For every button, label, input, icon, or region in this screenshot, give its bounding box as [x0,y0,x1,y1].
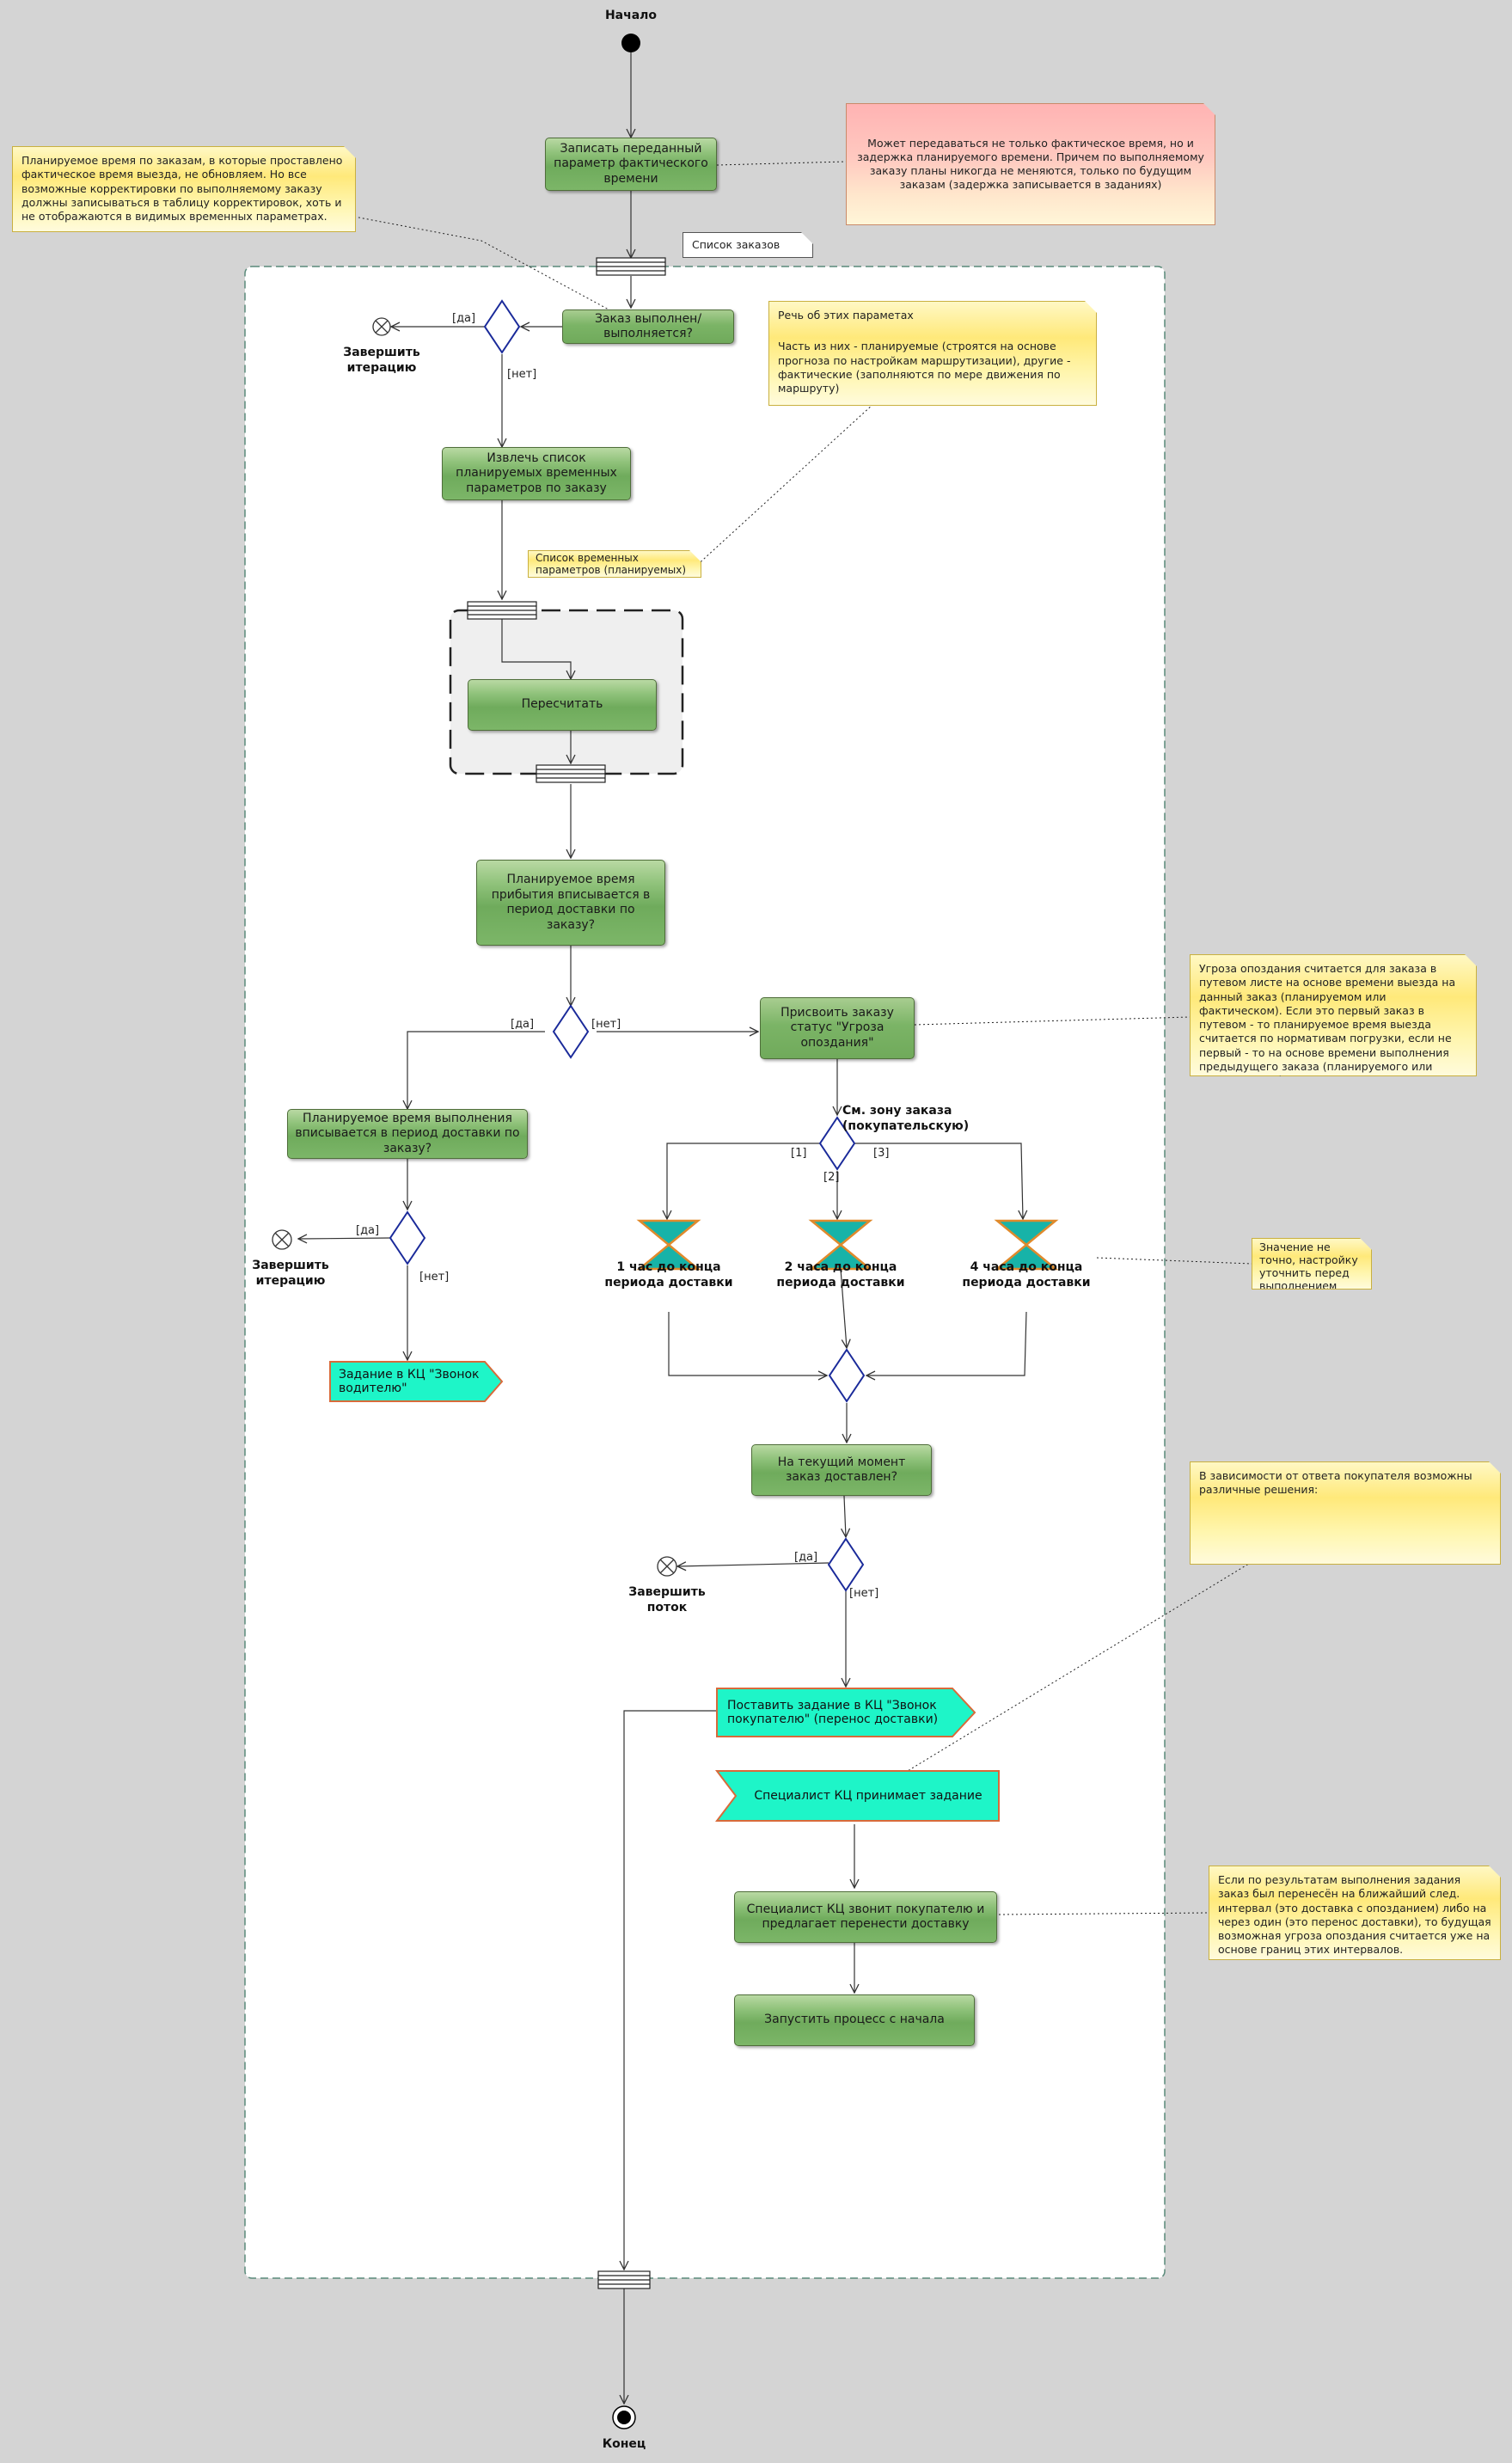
note-depending: В зависимости от ответа покупателя возмо… [1190,1461,1501,1565]
guard-3: [3] [873,1147,890,1160]
timer-events [636,1219,1059,1271]
note-value-inexact: Значение не точно, настройку уточнить пе… [1252,1238,1372,1290]
note-params-list: Список временных параметров (планируемых… [528,550,701,578]
note-threat-calc: Угроза опоздания считается для заказа в … [1190,954,1477,1076]
finish-flow: Завершить поток [628,1585,706,1614]
guard-yes-1: [да] [452,312,476,325]
action-specialist-calls[interactable]: Специалист КЦ звонит покупателю и предла… [734,1891,997,1943]
timer-label-4h: 4 часа до конца периода доставки [962,1260,1091,1290]
signal-call-driver[interactable]: Задание в КЦ "Звонок водителю" [339,1368,480,1395]
guard-yes-4: [да] [794,1551,818,1564]
action-recalculate[interactable]: Пересчитать [468,679,657,731]
finish-iteration-1: Завершить итерацию [343,346,420,375]
action-assign-threat-status[interactable]: Присвоить заказу статус "Угроза опоздани… [760,997,915,1059]
note-orders-list: Список заказов [683,232,813,258]
guard-no-3: [нет] [419,1271,450,1284]
action-restart-process[interactable]: Запустить процесс с начала [734,1994,975,2046]
action-order-done[interactable]: Заказ выполнен/выполняется? [562,309,734,344]
note-planned-time: Планируемое время по заказам, в которые … [12,146,356,232]
guard-no-1: [нет] [507,368,537,381]
start-node-dot[interactable] [621,33,641,53]
finish-iteration-2: Завершить итерацию [252,1259,329,1288]
zone-label: См. зону заказа (покупательскую) [842,1104,970,1133]
start-node [621,34,640,52]
signal-call-buyer[interactable]: Поставить задание в КЦ "Звонок покупател… [727,1699,939,1726]
decision-nodes [389,299,866,1592]
signal-shapes [329,1361,1000,1822]
timer-label-1h: 1 час до конца периода доставки [604,1260,733,1290]
guard-yes-2: [да] [511,1018,535,1031]
action-extract-list[interactable]: Извлечь список планируемых временных пар… [442,447,631,500]
guard-yes-3: [да] [356,1224,380,1237]
action-exec-fits[interactable]: Планируемое время выполнения вписывается… [287,1109,528,1159]
signal-specialist-accepts[interactable]: Специалист КЦ принимает задание [754,1789,982,1803]
fork-bars [467,257,666,2289]
note-params: Речь об этих параметах Часть из них - пл… [768,301,1097,406]
action-arrival-fits[interactable]: Планируемое время прибытия вписывается в… [476,860,665,946]
note-rescheduled: Если по результатам выполнения задания з… [1209,1866,1501,1960]
action-record-time[interactable]: Записать переданный параметр фактическог… [545,138,717,191]
flow-final-nodes [272,317,677,1577]
guard-no-2: [нет] [591,1018,621,1031]
guard-2: [2] [823,1171,840,1184]
action-delivered-now[interactable]: На текущий момент заказ доставлен? [751,1444,932,1496]
timer-label-2h: 2 часа до конца периода доставки [776,1260,905,1290]
guard-1: [1] [791,1147,807,1160]
start-label: Начало [604,9,658,22]
note-delay-transfer: Может передаваться не только фактическое… [846,103,1215,225]
guard-no-4: [нет] [849,1587,879,1600]
end-label: Конец [602,2437,646,2451]
note-params-title: Речь об этих параметах [778,309,914,322]
note-params-body: Часть из них - планируемые (строятся на … [778,340,1071,395]
